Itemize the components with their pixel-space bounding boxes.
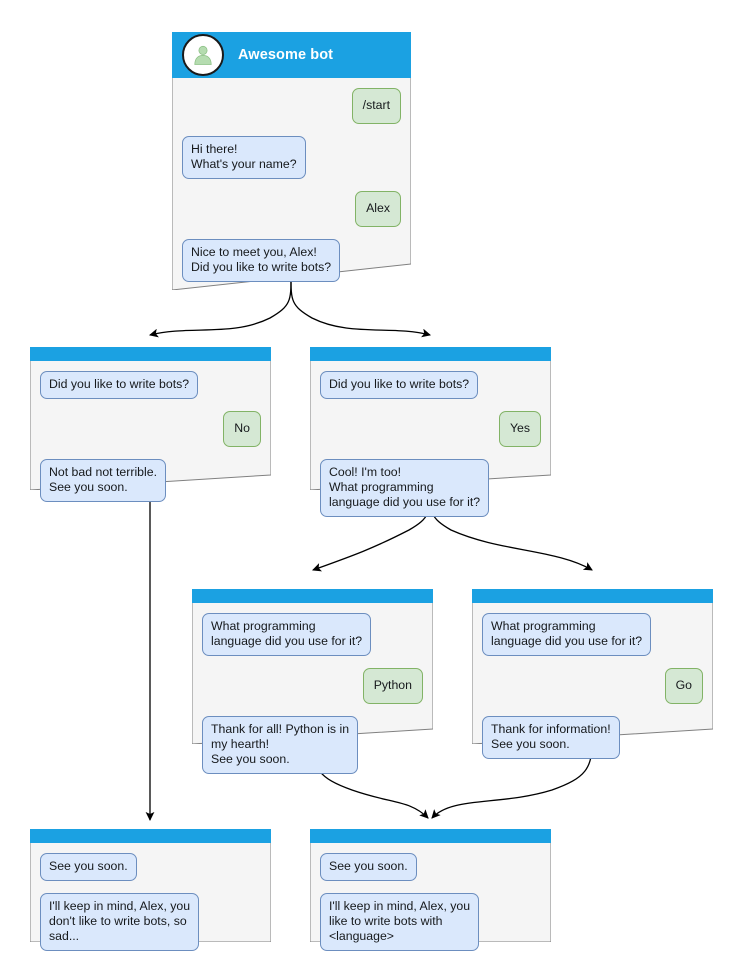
- user-message-bubble[interactable]: Go: [664, 668, 703, 704]
- user-message-bubble[interactable]: Yes: [498, 411, 541, 447]
- bot-message-bubble[interactable]: See you soon.: [40, 853, 137, 881]
- python-branch-card-body: What programming language did you use fo…: [192, 603, 433, 790]
- message-row: What programming language did you use fo…: [202, 613, 423, 656]
- root-card-body: /start Hi there! What's your name? Alex …: [172, 78, 411, 298]
- message-row: Yes: [320, 411, 541, 447]
- bot-message-bubble[interactable]: Nice to meet you, Alex! Did you like to …: [182, 239, 341, 282]
- yes-branch-card-body: Did you like to write bots? Yes Cool! I'…: [310, 361, 551, 533]
- bot-message-bubble[interactable]: Thank for information! See you soon.: [482, 716, 620, 759]
- bot-message-bubble[interactable]: See you soon.: [320, 853, 417, 881]
- message-row: I'll keep in mind, Alex, you don't like …: [40, 893, 261, 951]
- message-row: Alex: [182, 191, 401, 227]
- go-branch-card[interactable]: What programming language did you use fo…: [472, 589, 713, 759]
- message-row: Hi there! What's your name?: [182, 136, 401, 179]
- person-avatar-icon: [182, 34, 224, 76]
- end-sad-card-body: See you soon. I'll keep in mind, Alex, y…: [30, 843, 271, 967]
- user-message-bubble[interactable]: /start: [351, 88, 401, 124]
- end-happy-card-body: See you soon. I'll keep in mind, Alex, y…: [310, 843, 551, 967]
- bot-message-bubble[interactable]: What programming language did you use fo…: [482, 613, 652, 656]
- message-row: Not bad not terrible. See you soon.: [40, 459, 261, 502]
- user-message-bubble[interactable]: Alex: [355, 191, 401, 227]
- user-message-bubble[interactable]: No: [223, 411, 261, 447]
- go-branch-card-body: What programming language did you use fo…: [472, 603, 713, 775]
- message-row: Go: [482, 668, 703, 704]
- no-branch-card-body: Did you like to write bots? No Not bad n…: [30, 361, 271, 518]
- message-row: What programming language did you use fo…: [482, 613, 703, 656]
- user-message-bubble[interactable]: Python: [362, 668, 423, 704]
- no-branch-card-header: [30, 347, 271, 361]
- end-happy-card[interactable]: See you soon. I'll keep in mind, Alex, y…: [310, 829, 551, 951]
- end-sad-card-header: [30, 829, 271, 843]
- bot-message-bubble[interactable]: Hi there! What's your name?: [182, 136, 306, 179]
- bot-message-bubble[interactable]: Did you like to write bots?: [40, 371, 199, 399]
- bot-message-bubble[interactable]: I'll keep in mind, Alex, you don't like …: [40, 893, 200, 951]
- yes-branch-card-header: [310, 347, 551, 361]
- bot-message-bubble[interactable]: Did you like to write bots?: [320, 371, 479, 399]
- bot-message-bubble[interactable]: I'll keep in mind, Alex, you like to wri…: [320, 893, 480, 951]
- message-row: See you soon.: [40, 853, 261, 881]
- end-happy-card-header: [310, 829, 551, 843]
- root-card[interactable]: Awesome bot /start Hi there! What's your…: [172, 32, 411, 290]
- message-row: No: [40, 411, 261, 447]
- bot-message-bubble[interactable]: Not bad not terrible. See you soon.: [40, 459, 167, 502]
- python-branch-card-header: [192, 589, 433, 603]
- yes-branch-card[interactable]: Did you like to write bots? Yes Cool! I'…: [310, 347, 551, 517]
- bot-message-bubble[interactable]: Cool! I'm too! What programming language…: [320, 459, 490, 517]
- message-row: Did you like to write bots?: [40, 371, 261, 399]
- message-row: Thank for information! See you soon.: [482, 716, 703, 759]
- root-card-header: Awesome bot: [172, 32, 411, 78]
- message-row: Nice to meet you, Alex! Did you like to …: [182, 239, 401, 282]
- message-row: Cool! I'm too! What programming language…: [320, 459, 541, 517]
- end-sad-card[interactable]: See you soon. I'll keep in mind, Alex, y…: [30, 829, 271, 951]
- message-row: Did you like to write bots?: [320, 371, 541, 399]
- bot-title: Awesome bot: [238, 47, 334, 63]
- python-branch-card[interactable]: What programming language did you use fo…: [192, 589, 433, 774]
- go-branch-card-header: [472, 589, 713, 603]
- message-row: I'll keep in mind, Alex, you like to wri…: [320, 893, 541, 951]
- bot-message-bubble[interactable]: Thank for all! Python is in my hearth! S…: [202, 716, 359, 774]
- message-row: /start: [182, 88, 401, 124]
- bot-message-bubble[interactable]: What programming language did you use fo…: [202, 613, 372, 656]
- message-row: See you soon.: [320, 853, 541, 881]
- no-branch-card[interactable]: Did you like to write bots? No Not bad n…: [30, 347, 271, 502]
- message-row: Python: [202, 668, 423, 704]
- message-row: Thank for all! Python is in my hearth! S…: [202, 716, 423, 774]
